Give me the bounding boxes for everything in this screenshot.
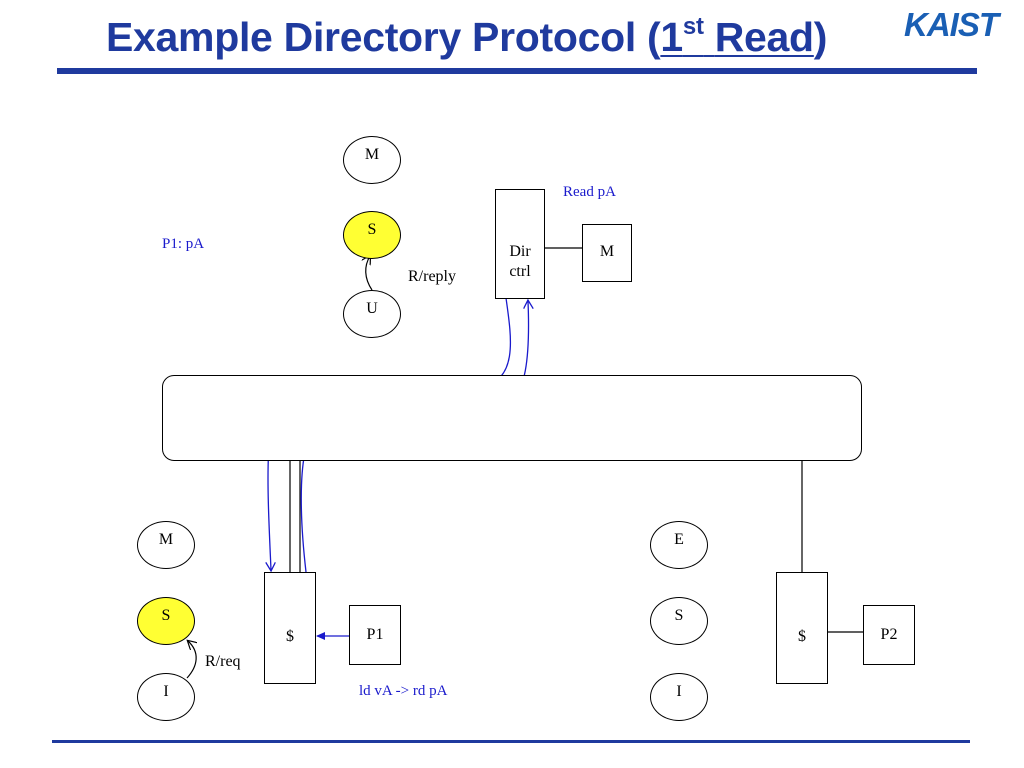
p1-transition-label: R/req (205, 653, 241, 670)
title-ordinal-number: 1 (660, 14, 683, 60)
p1-state-s: S (137, 597, 195, 645)
p2-state-s: S (650, 597, 708, 645)
title-divider (57, 68, 977, 74)
slide-title: Example Directory Protocol (1st Read) (106, 14, 827, 61)
p1-cache-label: $ (286, 628, 294, 645)
dir-memory-label: M (599, 243, 615, 260)
dir-state-u: U (343, 290, 401, 338)
p1-transition-arrow (187, 641, 196, 679)
p1-proc-label: P1 (366, 626, 384, 643)
dir-ctrl-label-line2: ctrl (509, 263, 531, 280)
p1-state-i: I (137, 673, 195, 721)
p1-processor: P1 (349, 605, 401, 665)
title-suffix: ) (813, 14, 828, 60)
title-emphasis: 1st Read (660, 13, 814, 60)
dir-state-s: S (343, 211, 401, 259)
p1-cache: $ (264, 572, 316, 684)
directory-controller: Dir ctrl (495, 189, 545, 299)
title-ordinal-suffix: st (682, 13, 704, 41)
dir-read-message: Read pA (563, 184, 616, 200)
footer-divider (52, 740, 970, 743)
directory-memory: M (582, 224, 632, 282)
p2-state-i: I (650, 673, 708, 721)
dir-transition-arrow (366, 256, 373, 291)
interconnect-bus (162, 375, 862, 461)
p1-state-m: M (137, 521, 195, 569)
p2-cache-label: $ (798, 628, 806, 645)
dir-ctrl-label-line1: Dir (509, 243, 531, 260)
dir-state-m: M (343, 136, 401, 184)
p2-processor: P2 (863, 605, 915, 665)
p2-proc-label: P2 (880, 626, 898, 643)
p2-state-e: E (650, 521, 708, 569)
title-prefix: Example Directory Protocol ( (106, 14, 661, 60)
dir-transition-label: R/reply (408, 268, 456, 285)
p2-cache: $ (776, 572, 828, 684)
p1-instruction: ld vA -> rd pA (359, 683, 448, 699)
kaist-logo: KAIST (904, 6, 999, 43)
dir-sharer-note: P1: pA (162, 236, 205, 252)
title-read-word: Read (714, 14, 814, 60)
